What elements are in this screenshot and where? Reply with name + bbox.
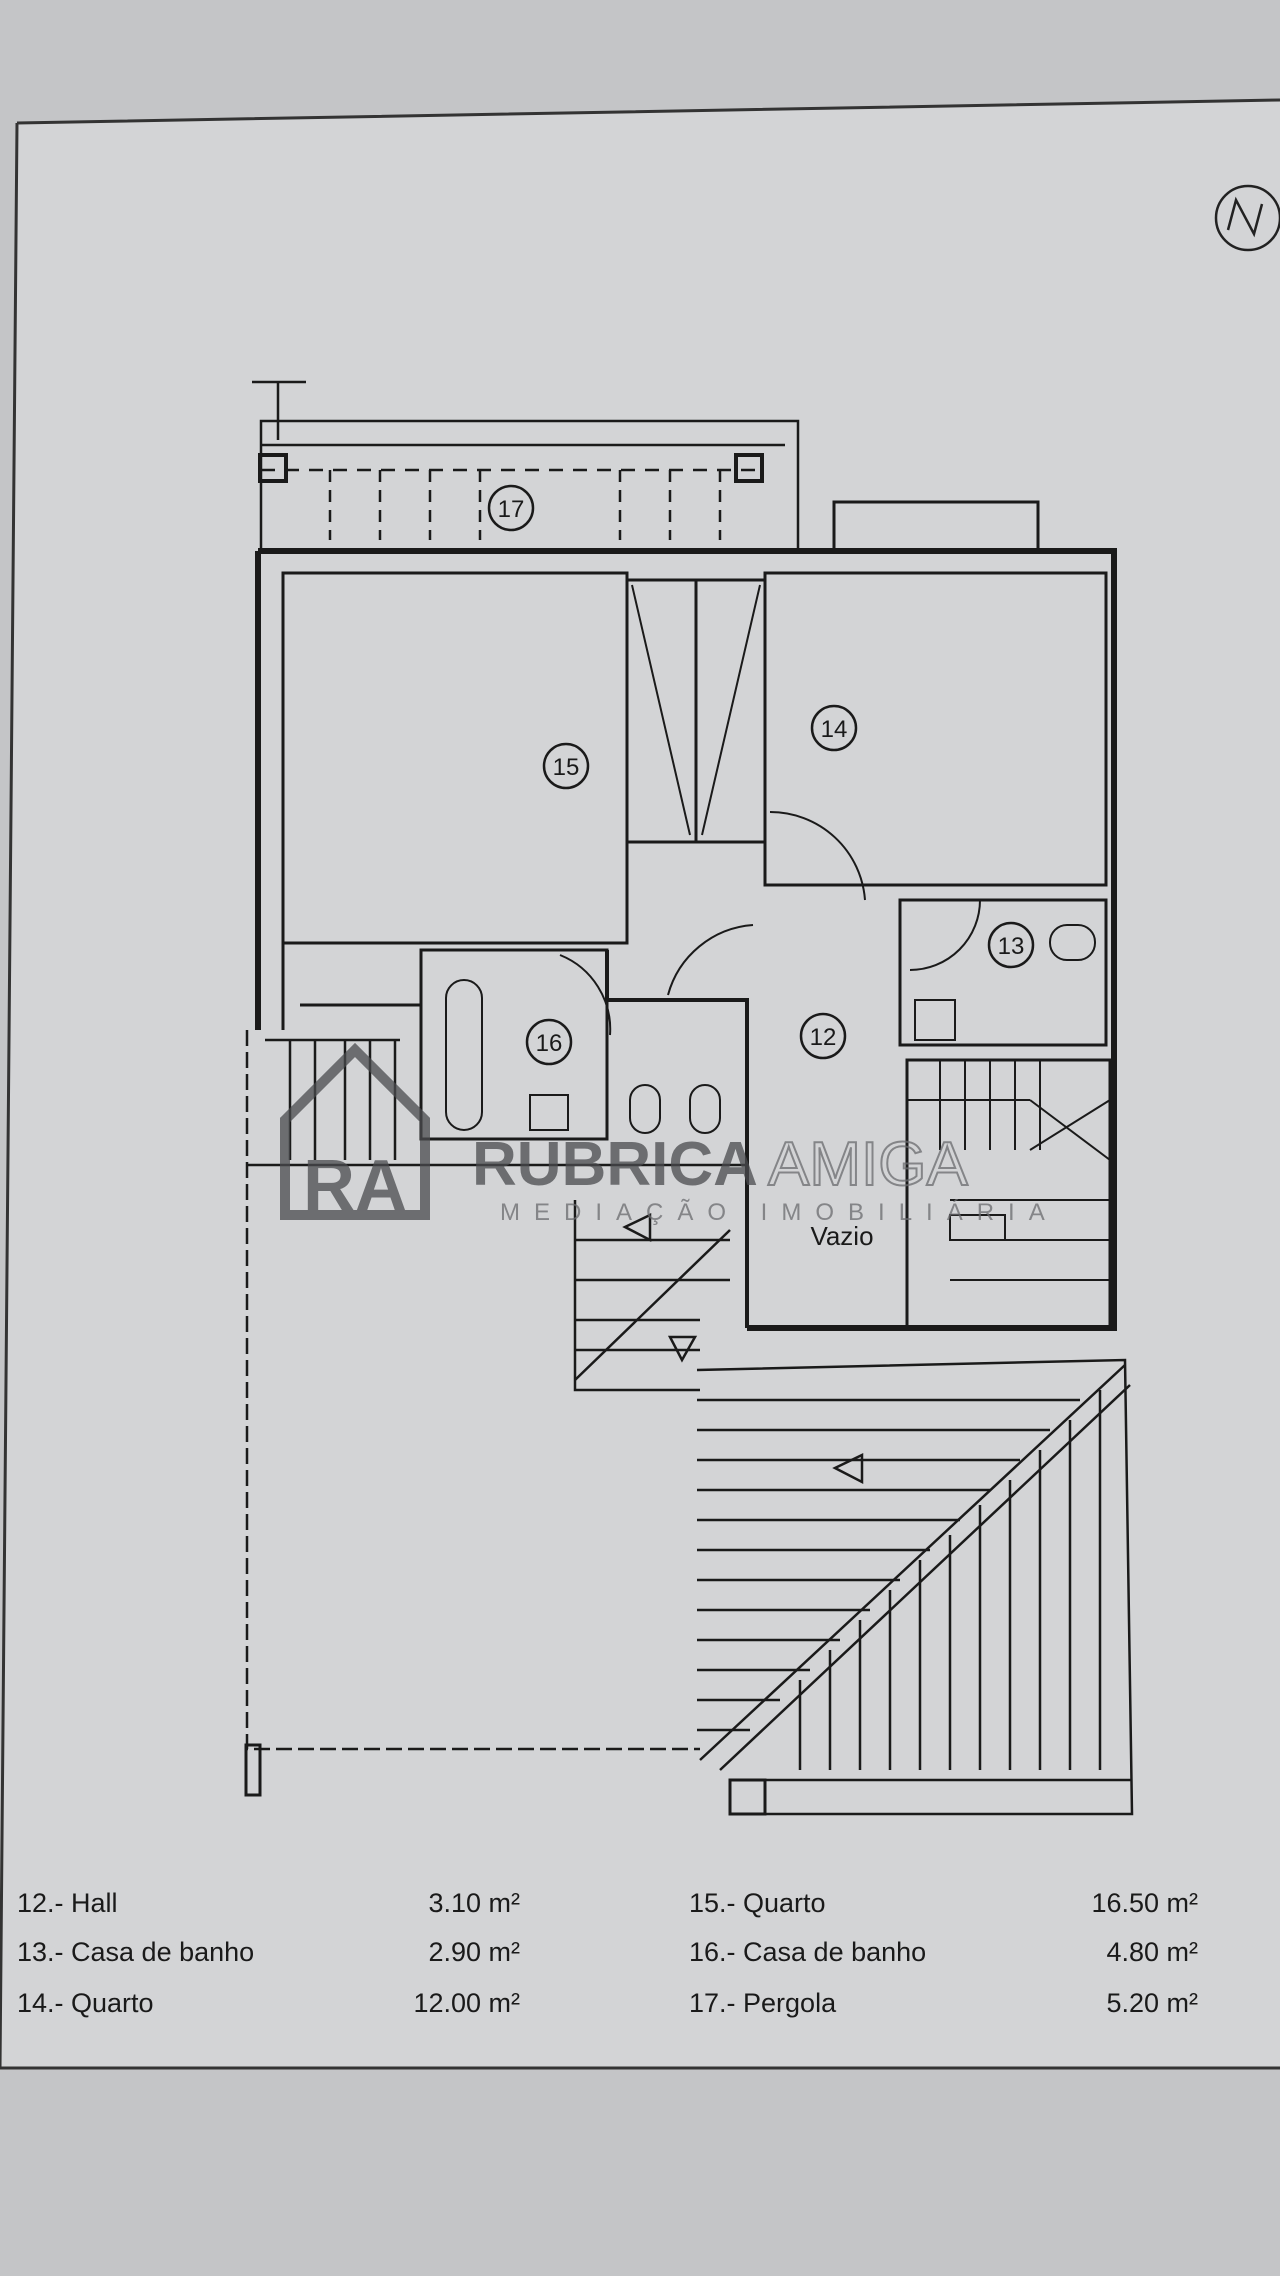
svg-text:13: 13 (998, 933, 1025, 960)
svg-text:16: 16 (536, 1030, 563, 1057)
watermark-brand-1: RUBRICA (472, 1130, 758, 1199)
paper-sheet (0, 100, 1280, 2068)
deck (696, 1358, 1134, 1816)
svg-text:15: 15 (553, 754, 580, 781)
room-marker-12: 12 (799, 1012, 847, 1060)
watermark: RA RUBRICA AMIGA MEDIAÇÃO IMOBILIÁRIA (280, 1042, 1059, 1226)
room-marker-17: 17 (487, 484, 535, 532)
room-marker-15: 15 (542, 742, 590, 790)
svg-text:14: 14 (821, 716, 848, 743)
svg-text:17: 17 (498, 496, 525, 523)
terrace (244, 1030, 747, 1797)
watermark-tagline: MEDIAÇÃO IMOBILIÁRIA (500, 1199, 1059, 1226)
walls (244, 380, 1134, 1816)
svg-text:12: 12 (810, 1024, 837, 1051)
room-markers: 17 15 14 13 12 16 Vazio (487, 484, 1035, 1251)
room-marker-16: 16 (525, 1018, 573, 1066)
paper-border (0, 98, 1280, 2070)
room-marker-13: 13 (987, 921, 1035, 969)
watermark-brand-2: AMIGA (768, 1130, 968, 1199)
room-marker-14: 14 (810, 704, 858, 752)
void-label: Vazio (810, 1221, 873, 1251)
watermark-logo: RA (303, 1146, 407, 1226)
north-arrow-icon (1214, 184, 1280, 252)
